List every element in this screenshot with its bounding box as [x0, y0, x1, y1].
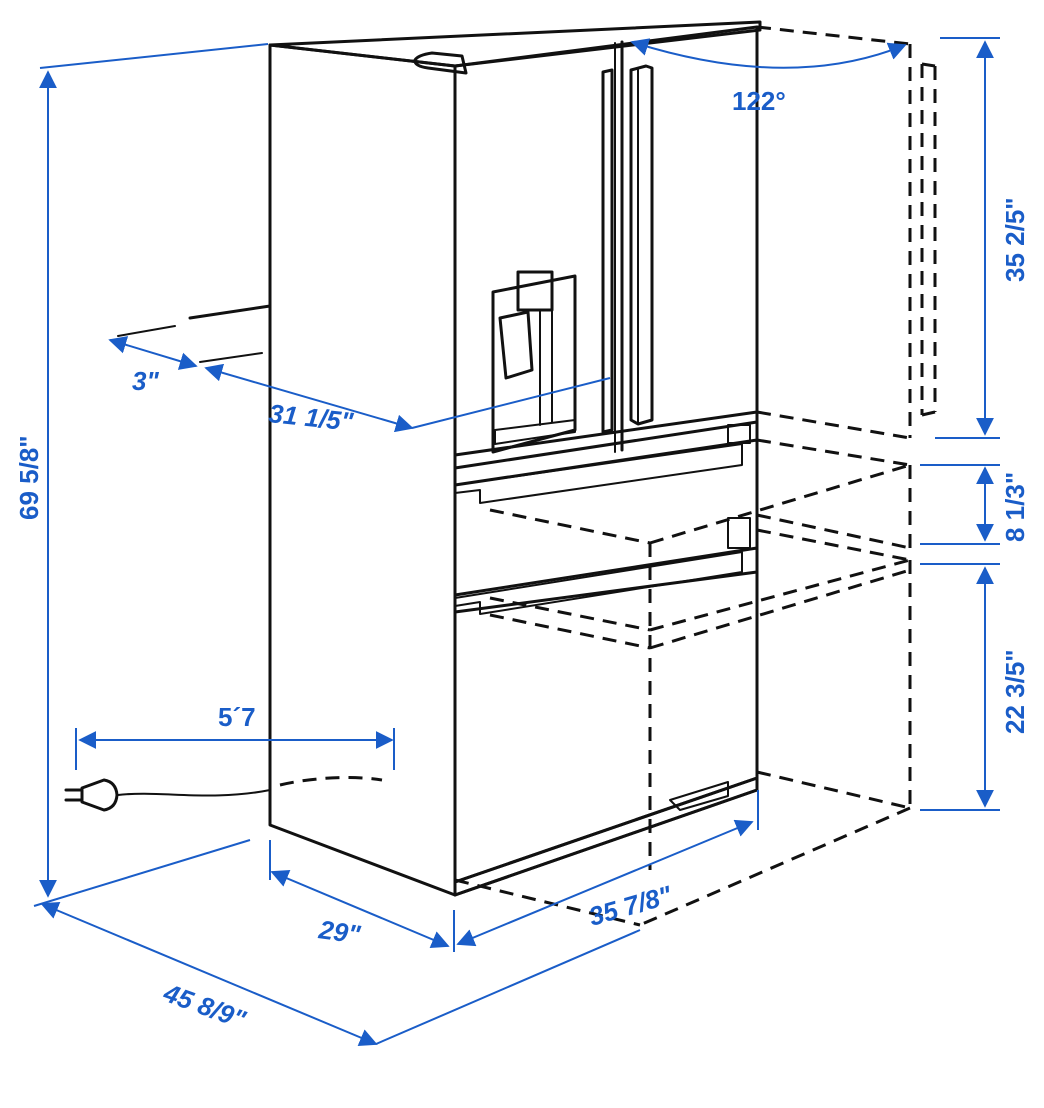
- dimension-labels: 69 5/8" 122° 35 2/5" 8 1/3" 22 3/5" 3" 3…: [14, 86, 1030, 1035]
- height-label: 69 5/8": [14, 435, 44, 520]
- middle-drawer: [453, 438, 759, 614]
- fridge-side-panel: [268, 43, 457, 897]
- rear-wall-line: [188, 304, 272, 320]
- upper-door-height-label: 35 2/5": [1000, 197, 1030, 282]
- right-door-handle: [629, 64, 654, 426]
- lower-drawer-handle: [454, 551, 743, 615]
- depth-without-handles-label: 31 1/5": [267, 398, 355, 437]
- water-dispenser: [491, 270, 577, 454]
- lower-drawer: [453, 546, 759, 884]
- top-hinge-cap: [413, 51, 468, 75]
- clearance-label: 3": [132, 366, 159, 396]
- upper-doors-bottom-edge: [453, 410, 759, 470]
- middle-drawer-height-label: 8 1/3": [1000, 472, 1030, 542]
- open-door-outline: [454, 25, 937, 927]
- side-depth-label: 29": [316, 914, 363, 950]
- fridge-base: [453, 776, 759, 897]
- width-label: 35 7/8": [585, 879, 675, 931]
- cord-length-label: 5´7: [218, 702, 256, 732]
- power-cord: [64, 776, 383, 812]
- power-plug-icon: [64, 778, 119, 812]
- dimensions: [33, 37, 1000, 1047]
- door-angle-label: 122°: [732, 86, 786, 116]
- lower-drawer-height-label: 22 3/5": [1000, 649, 1030, 734]
- middle-drawer-handle: [454, 443, 743, 504]
- refrigerator: [117, 20, 762, 897]
